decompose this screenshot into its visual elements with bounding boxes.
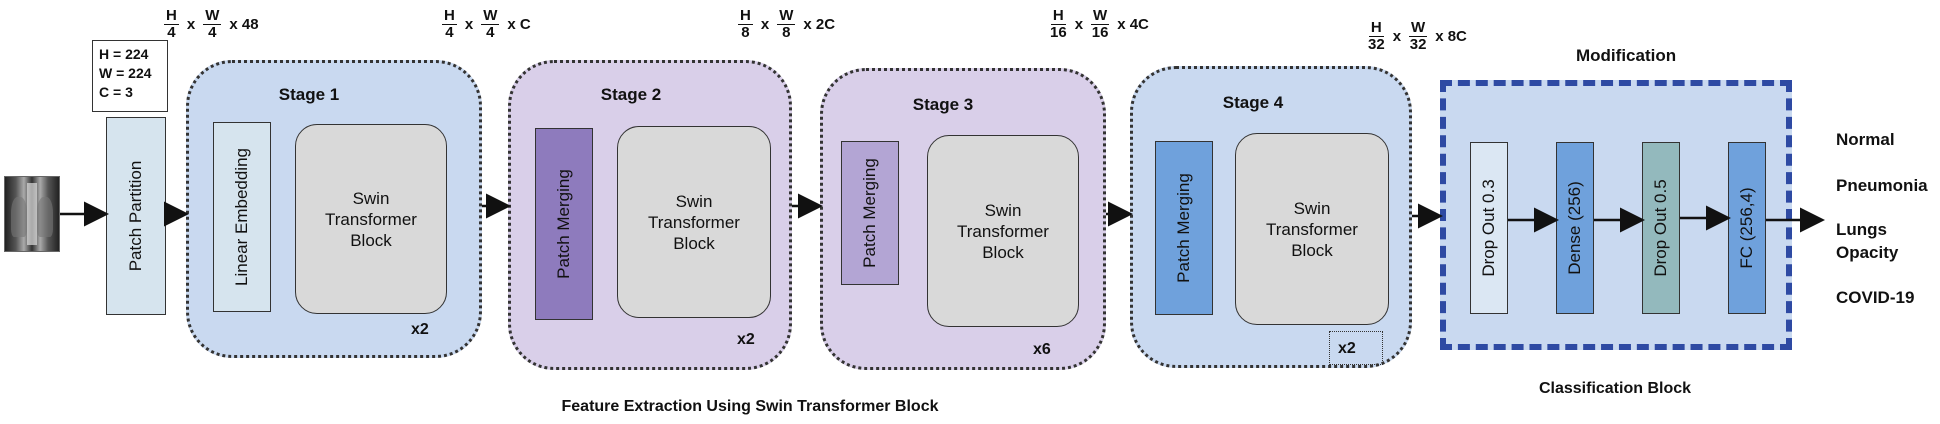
modification-title: Modification <box>1576 46 1677 65</box>
input-width: W = 224 <box>99 65 152 81</box>
patch-merging-box-2: Patch Merging <box>535 128 593 320</box>
stage-4-repeat-box: x2 <box>1329 331 1383 365</box>
input-channels: C = 3 <box>99 84 133 100</box>
swin-transformer-block-1: Swin Transformer Block <box>295 124 447 314</box>
feature-extraction-caption: Feature Extraction Using Swin Transforme… <box>561 398 939 415</box>
class-covid-19: COVID-19 <box>1836 288 1915 307</box>
class-normal: Normal <box>1836 130 1895 149</box>
classification-block-container: Drop Out 0.3 Dense (256) Drop Out 0.5 FC… <box>1440 80 1792 350</box>
class-lungs-opacity: Lungs Opacity <box>1836 220 1899 262</box>
swin-block-3-label: Swin Transformer Block <box>957 200 1049 262</box>
swin-block-1-label: Swin Transformer Block <box>325 188 417 250</box>
dense-256-box: Dense (256) <box>1556 142 1594 314</box>
input-params-box: H = 224 W = 224 C = 3 <box>92 40 168 112</box>
stage-3-container: Stage 3 Patch Merging Swin Transformer B… <box>820 68 1106 370</box>
fc-256-4-box: FC (256,4) <box>1728 142 1766 314</box>
stage-2-container: Stage 2 Patch Merging Swin Transformer B… <box>508 60 792 370</box>
stage-4-title: Stage 4 <box>1222 93 1284 112</box>
stage-2-title: Stage 2 <box>600 85 662 104</box>
swin-transformer-block-2: Swin Transformer Block <box>617 126 771 318</box>
stage-2-repeat: x2 <box>737 331 755 348</box>
input-height: H = 224 <box>99 46 149 62</box>
class-pneumonia: Pneumonia <box>1836 176 1928 195</box>
stage-4-repeat: x2 <box>1338 340 1356 357</box>
chest-xray-image <box>4 176 60 252</box>
stage-3-repeat: x6 <box>1033 341 1051 358</box>
stage-1-title: Stage 1 <box>278 85 340 104</box>
swin-transformer-block-4: Swin Transformer Block <box>1235 133 1389 325</box>
patch-merging-box-4: Patch Merging <box>1155 141 1213 315</box>
swin-block-2-label: Swin Transformer Block <box>648 191 740 253</box>
linear-embedding-box: Linear Embedding <box>213 122 271 312</box>
stage-4-container: Stage 4 Patch Merging Swin Transformer B… <box>1130 66 1412 368</box>
dropout-0-5-box: Drop Out 0.5 <box>1642 142 1680 314</box>
patch-merging-box-3: Patch Merging <box>841 141 899 285</box>
dropout-0-3-box: Drop Out 0.3 <box>1470 142 1508 314</box>
stage-1-repeat: x2 <box>411 321 429 338</box>
stage-3-title: Stage 3 <box>912 95 974 114</box>
swin-block-4-label: Swin Transformer Block <box>1266 198 1358 260</box>
swin-transformer-block-3: Swin Transformer Block <box>927 135 1079 327</box>
patch-partition-box: Patch Partition <box>106 117 166 315</box>
stage-1-container: Stage 1 Linear Embedding Swin Transforme… <box>186 60 482 358</box>
classification-block-caption: Classification Block <box>1538 380 1692 397</box>
